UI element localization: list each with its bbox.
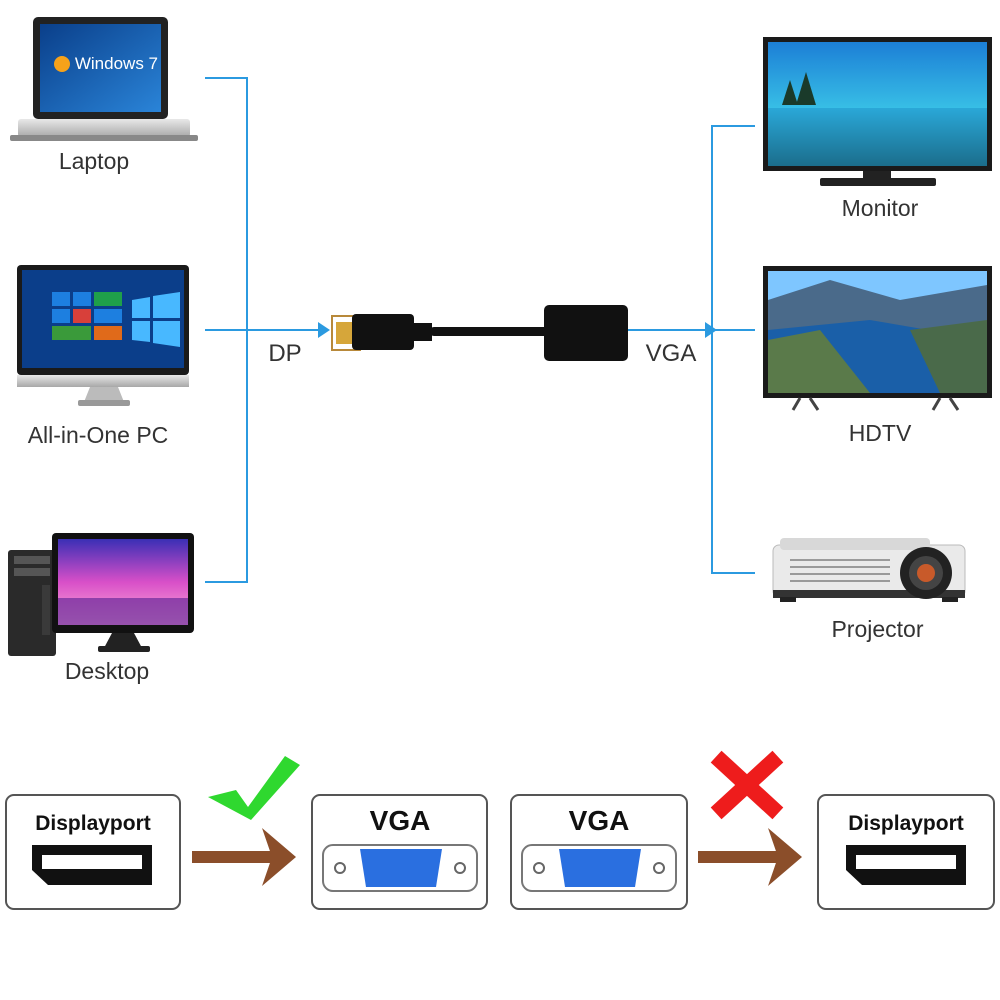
card-displayport-source: Displayport: [5, 794, 181, 910]
arrow-to-adapter-icon: [318, 322, 330, 338]
compat-arrow-icon: [698, 828, 802, 886]
displayport-port-icon: [32, 845, 152, 885]
source-label-laptop: Laptop: [58, 148, 130, 174]
displayport-port-icon: [846, 845, 966, 885]
connection-lines: [205, 77, 755, 583]
target-label-hdtv: HDTV: [848, 420, 912, 446]
compat-arrow-icon: [192, 828, 296, 886]
check-icon: [208, 756, 300, 820]
all-in-one-pc-icon: [17, 265, 189, 406]
hdtv-icon: [763, 266, 992, 411]
monitor-icon: [763, 37, 992, 186]
card-title: Displayport: [848, 812, 964, 835]
card-title: VGA: [569, 805, 630, 836]
card-title: VGA: [370, 805, 431, 836]
source-label-all-in-one-pc: All-in-One PC: [27, 422, 169, 448]
dp-vga-adapter-icon: [331, 305, 628, 361]
laptop-icon: [10, 17, 198, 141]
desktop-icon: [8, 533, 194, 656]
laptop-screen-text: Windows 7: [74, 54, 158, 73]
card-vga-source: VGA: [510, 794, 688, 910]
connector-label-dp: DP: [268, 340, 302, 367]
target-label-monitor: Monitor: [841, 195, 919, 221]
cross-icon: [710, 750, 784, 820]
card-vga-target: VGA: [311, 794, 488, 910]
connector-label-vga: VGA: [645, 340, 697, 367]
card-title: Displayport: [35, 812, 151, 835]
arrow-to-vga-icon: [705, 322, 717, 338]
projector-icon: [772, 538, 966, 602]
card-displayport-target: Displayport: [817, 794, 995, 910]
vga-port-icon: [322, 844, 478, 892]
vga-port-icon: [521, 844, 677, 892]
source-label-desktop: Desktop: [64, 658, 150, 684]
target-label-projector: Projector: [831, 616, 924, 642]
